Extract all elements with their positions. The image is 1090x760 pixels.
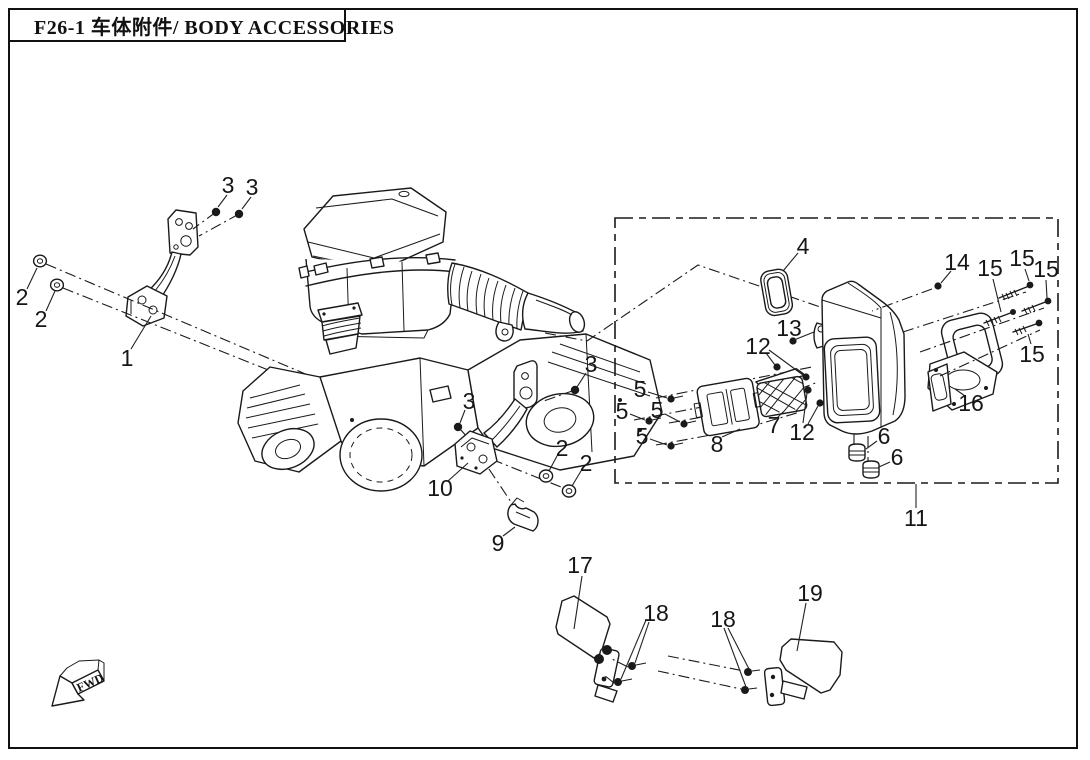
part-callout-3: 3 [222, 172, 235, 198]
leader-line [796, 602, 807, 652]
leader-line [459, 409, 466, 424]
leader-line [865, 440, 878, 450]
part-callout-7: 7 [768, 412, 781, 438]
part-callout-13: 13 [776, 315, 802, 341]
part-callout-12: 12 [745, 333, 771, 359]
leader-line [629, 413, 646, 421]
flap-part-19 [657, 638, 843, 707]
part-callout-5: 5 [616, 398, 629, 424]
leader-line [1024, 268, 1030, 282]
part-callout-2: 2 [556, 435, 569, 461]
fwd-label: FWD [75, 670, 107, 694]
flap-part-17 [555, 595, 647, 703]
leader-line [571, 470, 582, 487]
part-callout-15: 15 [1019, 341, 1045, 367]
part-callout-18: 18 [643, 600, 669, 626]
leader-line [26, 267, 38, 290]
leader-line [620, 619, 647, 680]
part-callout-16: 16 [958, 390, 984, 416]
part-callout-2: 2 [16, 284, 29, 310]
leader-line [1027, 333, 1032, 345]
part-callout-17: 17 [567, 552, 593, 578]
fwd-direction-arrow: FWD [51, 659, 107, 707]
part-callout-15: 15 [977, 255, 1003, 281]
part-callout-6: 6 [891, 444, 904, 470]
part-callout-5: 5 [651, 397, 664, 423]
intake-exploded-view [633, 268, 1052, 479]
part-callout-14: 14 [944, 249, 970, 275]
leader-line [649, 438, 668, 446]
seal-ring-part-4 [760, 268, 794, 317]
detail-box-11 [614, 217, 1059, 484]
part-callout-10: 10 [427, 475, 453, 501]
screws-part-15 [983, 281, 1052, 336]
leader-line [802, 392, 808, 424]
part-callout-19: 19 [797, 580, 823, 606]
part-callout-9: 9 [492, 530, 505, 556]
filter-element-part-7 [755, 367, 808, 418]
leader-line [664, 413, 681, 423]
bracket-part-1 [125, 209, 199, 327]
page-border [8, 8, 1078, 749]
leader-line [576, 372, 587, 388]
intake-housing [821, 280, 906, 435]
leader-line [768, 349, 804, 376]
part-callout-1: 1 [121, 345, 134, 371]
part-callout-3: 3 [463, 388, 476, 414]
title-block: F26-1 车体附件/ BODY ACCESSORIES [8, 8, 394, 42]
bolt-part-14 [934, 282, 942, 290]
leader-line [878, 461, 891, 468]
detail-leader-line [544, 264, 827, 342]
bracket-right-and-part-10 [453, 360, 580, 532]
leader-line [727, 627, 750, 670]
bolt-part-3-left [192, 207, 244, 237]
part-callout-2: 2 [35, 306, 48, 332]
leader-line [807, 405, 819, 425]
leader-line [782, 252, 799, 272]
part-callout-18: 18 [710, 606, 736, 632]
leader-line [765, 352, 776, 366]
leader-line [721, 428, 741, 438]
part-callout-5: 5 [634, 376, 647, 402]
part-callout-5: 5 [636, 423, 649, 449]
leader-line [634, 621, 650, 664]
leader-line [217, 194, 228, 208]
leader-line [447, 462, 469, 482]
part-callout-12: 12 [789, 419, 815, 445]
part-callout-2: 2 [580, 450, 593, 476]
leader-line [241, 196, 252, 210]
intake-duct [447, 262, 586, 342]
leader-line [502, 526, 516, 537]
part-callout-15: 15 [1009, 245, 1035, 271]
page-title: F26-1 车体附件/ BODY ACCESSORIES [34, 16, 395, 39]
leader-line [940, 270, 952, 284]
leader-line [548, 455, 558, 472]
leader-line [776, 411, 784, 419]
part-callout-8: 8 [711, 431, 724, 457]
leader-line [1045, 279, 1048, 299]
part-callout-4: 4 [797, 233, 810, 259]
leader-line [647, 391, 668, 399]
clamp-part-9 [507, 503, 539, 532]
part-callout-3: 3 [585, 351, 598, 377]
leader-line [573, 575, 583, 630]
leader-line [992, 278, 1002, 313]
part-callout-6: 6 [878, 423, 891, 449]
leader-line [130, 315, 152, 350]
grille-frame-part-8 [693, 377, 762, 437]
bracket-part-16 [927, 351, 998, 412]
leader-line [723, 627, 747, 688]
leader-line [954, 388, 966, 397]
leader-line [793, 331, 815, 341]
engine-assembly [237, 302, 663, 492]
part-callout-11: 11 [904, 505, 928, 531]
leader-line [45, 290, 56, 312]
part-callout-15: 15 [1033, 256, 1059, 282]
rubber-damper-part-6 [848, 443, 880, 479]
part-callout-3: 3 [246, 174, 259, 200]
